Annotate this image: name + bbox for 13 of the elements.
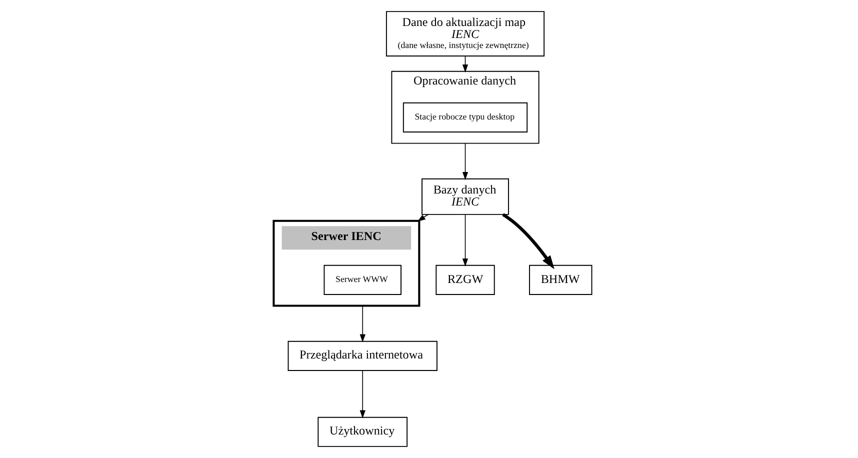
node-box: BHMW xyxy=(528,264,592,295)
arrow xyxy=(462,142,468,180)
arrow xyxy=(359,370,365,418)
arrow xyxy=(502,213,554,270)
node-box: RZGW xyxy=(435,264,494,295)
node-box: Stacje robocze typu desktop xyxy=(402,102,528,132)
node-box: Przeglądarka internetowa xyxy=(287,340,437,371)
node-box: Użytkownicy xyxy=(317,416,408,447)
arrow xyxy=(462,214,468,267)
node-box: Dane do aktualizacji map IENC (dane własne, instytucje zewnętrzne) xyxy=(385,11,544,56)
node-box: Bazy danych IENC xyxy=(421,178,508,215)
arrow xyxy=(359,305,365,342)
node-box: Serwer WWW xyxy=(323,264,401,295)
